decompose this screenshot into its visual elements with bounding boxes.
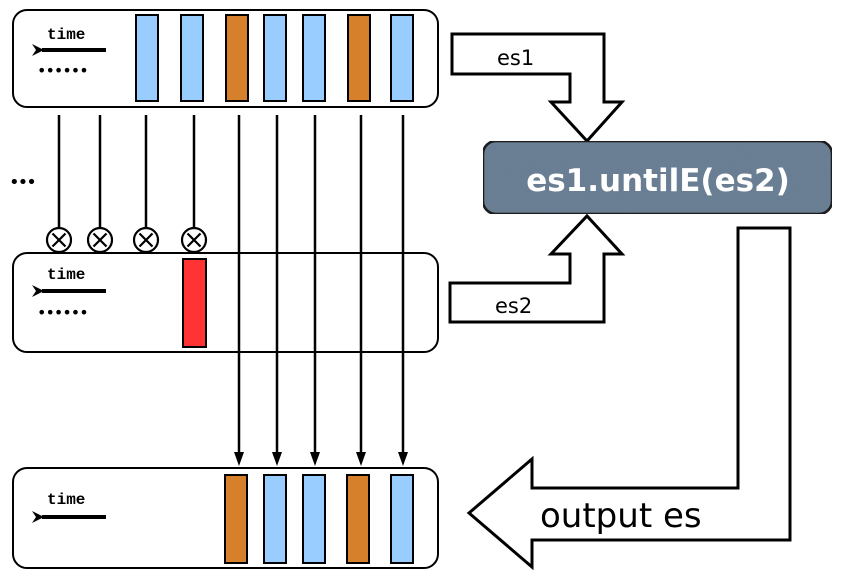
event-blue	[135, 14, 159, 102]
event-blue	[390, 14, 414, 102]
es1-events	[135, 14, 414, 102]
event-blue	[302, 474, 326, 564]
output-label: output es	[540, 496, 702, 536]
event-blue	[263, 14, 287, 102]
es2-events	[182, 258, 207, 348]
time-label: time	[47, 26, 85, 44]
es1-input-arrow: es1	[450, 32, 626, 144]
event-red	[182, 258, 207, 348]
event-orange	[224, 474, 248, 564]
output-arrow: output es	[466, 226, 792, 571]
arrow-down-icon	[234, 452, 244, 466]
time-label: time	[47, 491, 85, 509]
event-blue	[180, 14, 204, 102]
output-events	[224, 474, 414, 564]
blocked-x-icon	[180, 226, 208, 254]
stream-es2: time ••••••	[12, 252, 439, 353]
passed-event-lines-overlay	[234, 115, 408, 466]
arrow-down-icon	[272, 452, 282, 466]
history-dots: ••••••	[37, 303, 88, 322]
es2-label: es2	[495, 294, 532, 318]
event-blue	[302, 14, 326, 102]
event-blue	[390, 474, 414, 564]
blocked-x-icon	[132, 226, 160, 254]
blocked-x-icon	[45, 226, 73, 254]
es1-arrow-shape	[450, 32, 626, 144]
blocked-event-lines	[45, 115, 208, 254]
es2-arrow-shape	[448, 213, 626, 324]
time-label: time	[47, 266, 85, 284]
stream-output: time	[12, 467, 439, 569]
es2-input-arrow: es2	[448, 213, 626, 324]
operator: es1.untilE(es2)	[481, 139, 834, 216]
history-dots: ••••••	[37, 61, 88, 80]
arrow-down-icon	[310, 452, 320, 466]
blocked-x-icon	[86, 226, 114, 254]
event-orange	[225, 14, 249, 102]
operator-label: es1.untilE(es2)	[526, 163, 790, 199]
arrow-down-icon	[398, 452, 408, 466]
stream-es1: time ••••••	[12, 9, 439, 108]
event-orange	[347, 14, 371, 102]
arrow-down-icon	[356, 452, 366, 466]
output-arrow-shape	[466, 226, 792, 571]
es1-label: es1	[497, 46, 534, 70]
operator-box	[481, 139, 834, 216]
event-orange	[346, 474, 370, 564]
more-streams-ellipsis: •••	[9, 172, 35, 193]
stream-es2-box	[12, 252, 439, 353]
event-blue	[263, 474, 287, 564]
